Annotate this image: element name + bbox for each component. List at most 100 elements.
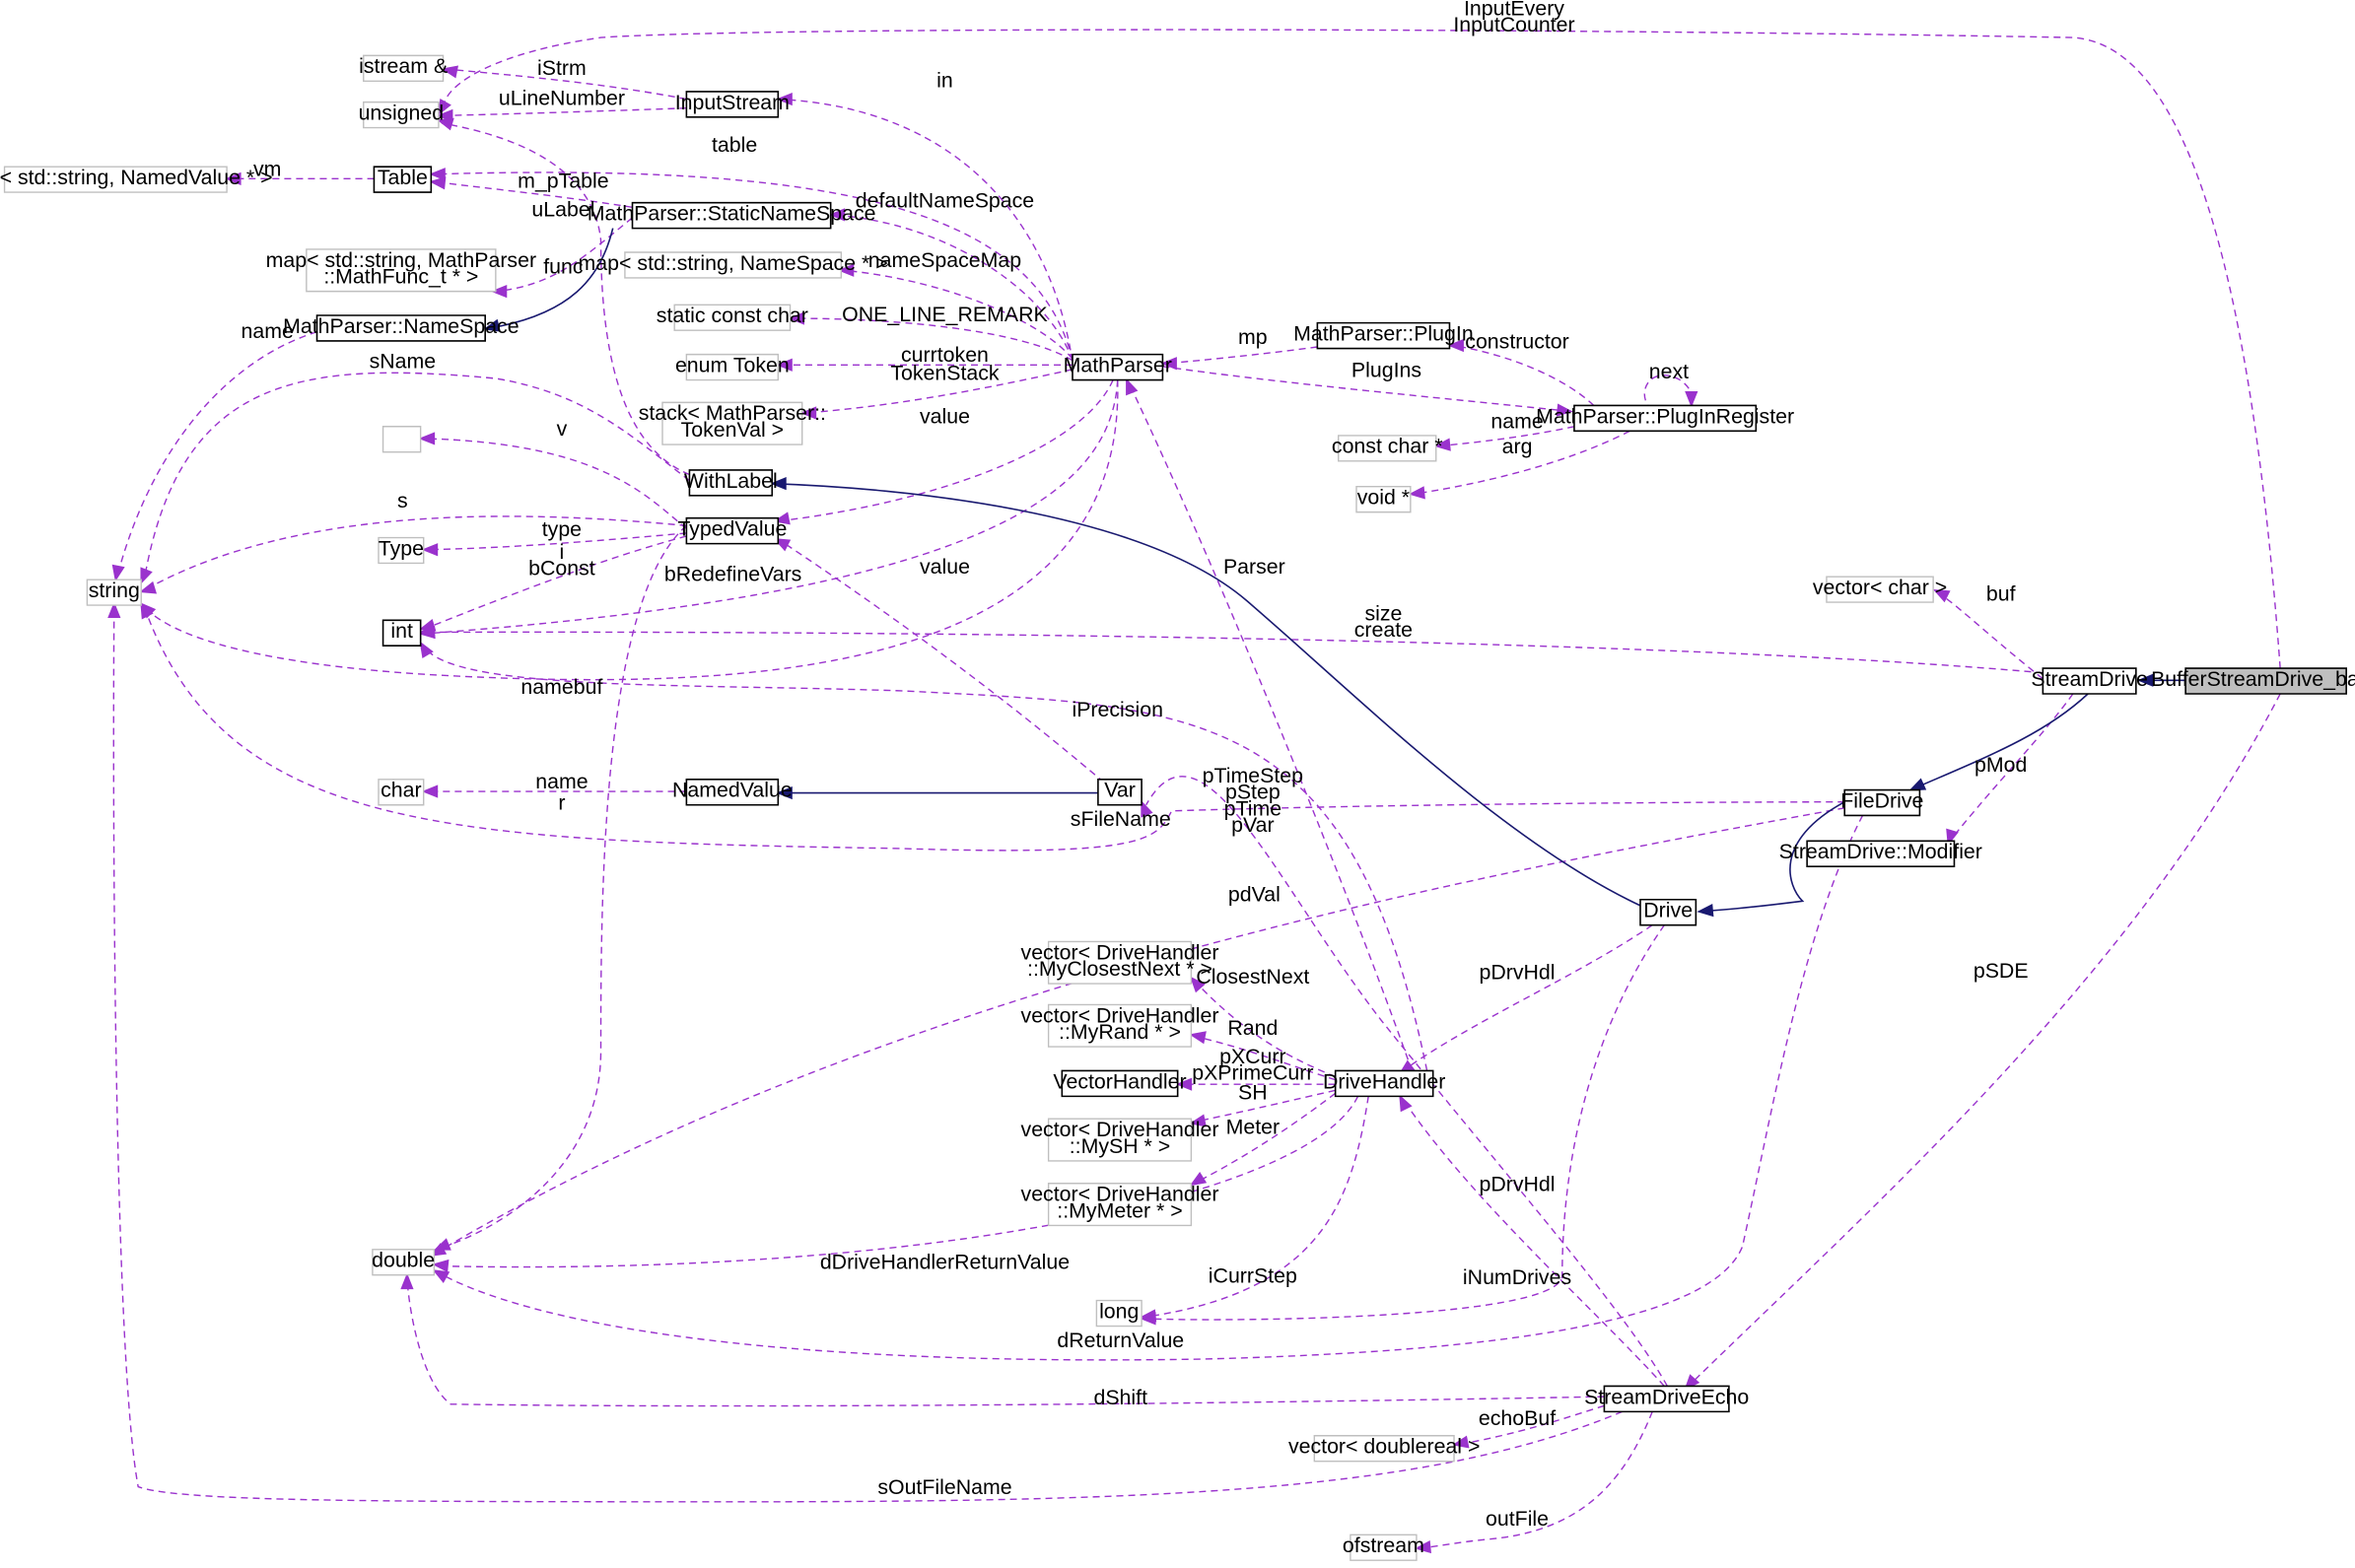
node-label: Type: [379, 536, 424, 560]
node-map-ns[interactable]: map< std::string, NameSpace * >: [579, 251, 888, 278]
arrowhead: [418, 432, 436, 445]
node-label: TokenVal >: [681, 418, 785, 442]
node-filedrive[interactable]: FileDrive: [1840, 788, 1923, 815]
arrowhead: [1160, 357, 1177, 371]
node-vec-rand[interactable]: vector< DriveHandler::MyRand * >: [1021, 1003, 1219, 1047]
inheritance-edge: [770, 477, 1640, 906]
node-label: vector< DriveHandler: [1021, 1118, 1219, 1141]
node-staticnamespace[interactable]: MathParser::StaticNameSpace: [588, 202, 876, 229]
edge-label-snames: sName: [370, 349, 437, 373]
node-label: long: [1099, 1299, 1139, 1323]
edge-label-one-line-remark: ONE_LINE_REMARK: [842, 303, 1048, 326]
node-map-func[interactable]: map< std::string, MathParser::MathFunc_t…: [266, 248, 536, 292]
node-withlabel[interactable]: WithLabel: [684, 469, 778, 496]
node-istream[interactable]: istream &: [359, 54, 448, 81]
node-label: ::MyRand * >: [1059, 1020, 1181, 1044]
usage-edge: [421, 784, 687, 798]
arrowhead: [2136, 673, 2154, 687]
usage-edge: [1644, 375, 1698, 410]
node-static-const-char[interactable]: static const char: [657, 304, 808, 330]
node-typedvalue[interactable]: TypedValue: [677, 517, 787, 544]
node-vector-char[interactable]: vector< char >: [1813, 576, 1947, 602]
usage-edge: [419, 641, 1427, 1070]
node-enum-token[interactable]: enum Token: [675, 353, 790, 379]
edge-label-arg: arg: [1502, 435, 1533, 458]
node-label: StreamDriveEcho: [1584, 1385, 1749, 1408]
node-streamdriveecho[interactable]: StreamDriveEcho: [1584, 1385, 1749, 1411]
usage-edge: [1408, 431, 1629, 500]
arrowhead: [1189, 1031, 1207, 1045]
edge-label-icurrstep: iCurrStep: [1209, 1263, 1297, 1287]
node-label: Drive: [1643, 899, 1693, 922]
node-pluginregister[interactable]: MathParser::PlugInRegister: [1536, 404, 1794, 431]
node-char[interactable]: char: [379, 779, 424, 805]
node-label: unsigned: [359, 101, 445, 124]
node-vec-doublereal[interactable]: vector< doublereal >: [1288, 1435, 1480, 1462]
node-label: FileDrive: [1840, 788, 1923, 812]
node-string[interactable]: string: [87, 579, 141, 605]
node-bufferstreamdrive-base[interactable]: BufferStreamDrive_base: [2151, 667, 2355, 694]
arrowhead: [799, 406, 817, 420]
edge-label-sh: SH: [1238, 1080, 1268, 1104]
node-vec-sh[interactable]: vector< DriveHandler::MySH * >: [1021, 1118, 1219, 1161]
usage-edge: [1399, 1094, 1664, 1386]
arrowhead: [776, 785, 793, 800]
node-stack-tv[interactable]: stack< MathParser::TokenVal >: [639, 401, 826, 444]
edge-label-value-mp: value: [920, 405, 970, 429]
node-void-ptr[interactable]: void *: [1356, 486, 1411, 512]
edge-label-vm: vm: [253, 157, 281, 180]
node-drivehandler[interactable]: DriveHandler: [1323, 1069, 1445, 1096]
edge-label-table: table: [712, 133, 757, 157]
node-vectorhandler[interactable]: VectorHandler: [1053, 1069, 1187, 1096]
node-long[interactable]: long: [1096, 1299, 1142, 1326]
usage-edge: [1160, 347, 1317, 371]
node-namedvalue[interactable]: NamedValue: [672, 779, 793, 805]
edge-label-soutfilename: sOutFileName: [877, 1475, 1011, 1499]
arrowhead: [770, 477, 787, 491]
node-mathparser[interactable]: MathParser: [1064, 353, 1172, 379]
node-label: Var: [1104, 779, 1136, 802]
node-empty[interactable]: [383, 427, 421, 452]
arrowhead: [429, 168, 446, 181]
node-var[interactable]: Var: [1098, 779, 1142, 805]
edge-label-psde: pSDE: [1974, 959, 2029, 983]
edge-label-name-nv: name: [535, 770, 588, 793]
arrowhead: [1175, 1077, 1193, 1091]
node-label: VectorHandler: [1053, 1069, 1186, 1093]
node-vec-meter[interactable]: vector< DriveHandler::MyMeter * >: [1021, 1183, 1219, 1226]
usage-edge: [1140, 925, 1664, 1326]
node-streamdrive[interactable]: StreamDrive: [2031, 667, 2148, 694]
node-modifier[interactable]: StreamDrive::Modifier: [1779, 840, 1982, 866]
node-label: stack< MathParser::: [639, 401, 826, 425]
node-unsigned[interactable]: unsigned: [359, 101, 445, 127]
arrowhead: [1399, 1094, 1413, 1113]
arrowhead: [400, 1272, 414, 1290]
node-namespace[interactable]: MathParser::NameSpace: [283, 314, 519, 341]
usage-edge: [418, 625, 2043, 673]
node-table[interactable]: Table: [374, 166, 431, 192]
edge-label-currtoken: currtoken: [901, 343, 989, 367]
edge-label-rand: Rand: [1227, 1016, 1278, 1040]
node-type[interactable]: Type: [379, 536, 424, 563]
arrowhead: [1932, 588, 1951, 603]
node-int[interactable]: int: [383, 619, 421, 646]
edge-label-pmod: pMod: [1974, 753, 2027, 777]
node-map-nv[interactable]: map< std::string, NamedValue * >: [0, 166, 273, 192]
node-plugin[interactable]: MathParser::PlugIn: [1293, 321, 1474, 348]
node-double[interactable]: double: [372, 1249, 435, 1275]
node-inputstream[interactable]: InputStream: [675, 91, 790, 117]
edge-label-func: func: [543, 254, 584, 278]
node-drive[interactable]: Drive: [1640, 899, 1696, 925]
arrowhead: [776, 92, 793, 106]
node-vec-closest[interactable]: vector< DriveHandler::MyClosestNext * >: [1021, 940, 1219, 984]
node-const-char-ptr[interactable]: const char *: [1332, 435, 1443, 461]
node-label: char: [381, 779, 422, 802]
usage-edge: [400, 1272, 1604, 1406]
node-ofstream[interactable]: ofstream: [1343, 1534, 1424, 1560]
arrowhead: [1189, 1114, 1207, 1127]
edge-label-plugins: PlugIns: [1351, 358, 1421, 381]
usage-edge: [436, 117, 689, 475]
node-label: string: [89, 579, 140, 602]
